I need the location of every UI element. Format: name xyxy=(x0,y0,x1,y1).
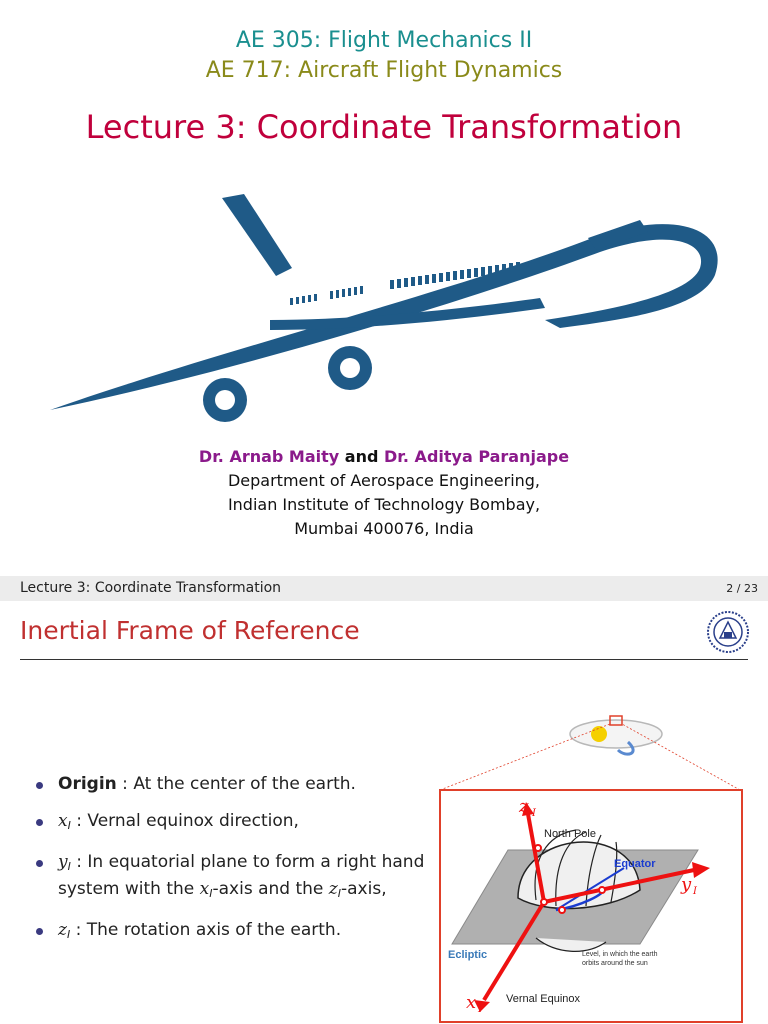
bullet-y-axis: yI : In equatorial plane to form a right… xyxy=(36,851,426,905)
y-text-2: -axis and the xyxy=(212,879,329,899)
y-axis-label: y xyxy=(680,874,692,895)
cockpit-window xyxy=(588,220,648,250)
address: Mumbai 400076, India xyxy=(294,519,474,538)
airplane-illustration xyxy=(50,194,718,422)
bullet-origin: Origin : At the center of the earth. xyxy=(36,773,426,796)
course-title-1: AE 305: Flight Mechanics II xyxy=(235,28,533,53)
y-text-1: : In equatorial plane to form a right ha… xyxy=(58,852,425,899)
y-axis xyxy=(543,868,695,904)
slide-header-bar: Lecture 3: Coordinate Transformation 2 /… xyxy=(0,576,768,601)
z-axis-subscript: I xyxy=(531,808,537,819)
title-slide: AE 305: Flight Mechanics II AE 717: Airc… xyxy=(0,28,768,538)
level-note-line-1: Level, in which the earth xyxy=(582,951,658,958)
author-1: Dr. Arnab Maity xyxy=(198,447,340,466)
y-inline-z-symbol: z xyxy=(328,879,338,899)
y-subscript: I xyxy=(67,860,71,873)
orbit-highlight xyxy=(609,715,623,726)
x-axis-subscript: I xyxy=(477,1004,483,1015)
wing xyxy=(270,298,545,330)
orbit-ellipse xyxy=(569,719,663,749)
sun-icon xyxy=(591,726,607,742)
origin-label: Origin xyxy=(58,774,117,794)
level-note-line-2: orbits around the sun xyxy=(582,960,648,967)
bullet-z-axis: zI : The rotation axis of the earth. xyxy=(36,919,426,946)
x-axis-label: x xyxy=(466,992,476,1013)
bullet-x-axis: xI : Vernal equinox direction, xyxy=(36,810,426,837)
z-axis xyxy=(526,813,546,903)
z-text: : The rotation axis of the earth. xyxy=(70,920,342,940)
z-symbol: z xyxy=(58,920,67,940)
department: Department of Aerospace Engineering, xyxy=(227,471,541,490)
institute: Indian Institute of Technology Bombay, xyxy=(227,495,541,514)
lecture-title: Lecture 3: Coordinate Transformation xyxy=(85,108,683,146)
ecliptic-label: Ecliptic xyxy=(448,949,487,961)
equator-label: Equator xyxy=(614,858,656,870)
y-inline-z-subscript: I xyxy=(337,887,341,900)
north-pole-label: North Pole xyxy=(544,828,596,840)
origin-text: At the center of the earth. xyxy=(133,774,356,794)
bullet-list: Origin : At the center of the earth. xI … xyxy=(36,773,426,960)
vernal-equinox-label: Vernal Equinox xyxy=(506,993,580,1005)
x-axis xyxy=(482,900,546,1002)
x-subscript: I xyxy=(67,819,71,832)
y-symbol: y xyxy=(58,852,68,872)
y-text-3: -axis, xyxy=(341,879,387,899)
iit-bombay-logo-icon xyxy=(707,611,749,653)
lower-hemisphere xyxy=(535,937,607,952)
course-title-2: AE 717: Aircraft Flight Dynamics xyxy=(205,58,563,83)
authors-and: and xyxy=(344,447,379,466)
page-number: 2 / 23 xyxy=(726,582,758,595)
z-subscript: I xyxy=(66,928,71,941)
frame-title: Inertial Frame of Reference xyxy=(20,616,360,645)
author-2: Dr. Aditya Paranjape xyxy=(384,447,570,466)
header-title: Lecture 3: Coordinate Transformation xyxy=(20,580,282,596)
origin-separator: : xyxy=(116,774,134,794)
tail-fin xyxy=(222,194,292,276)
x-symbol: x xyxy=(58,811,68,831)
x-text: : Vernal equinox direction, xyxy=(70,811,299,831)
inertial-frame-figure: z I y I x I North Pole Equator Ecliptic … xyxy=(439,715,743,1023)
y-axis-subscript: I xyxy=(692,886,698,897)
authors-line: Dr. Arnab Maity and Dr. Aditya Paranjape xyxy=(0,447,768,466)
y-inline-x-subscript: I xyxy=(209,887,213,900)
title-rule xyxy=(20,659,748,660)
z-axis-label: z xyxy=(518,796,529,817)
y-inline-x-symbol: x xyxy=(199,879,210,899)
